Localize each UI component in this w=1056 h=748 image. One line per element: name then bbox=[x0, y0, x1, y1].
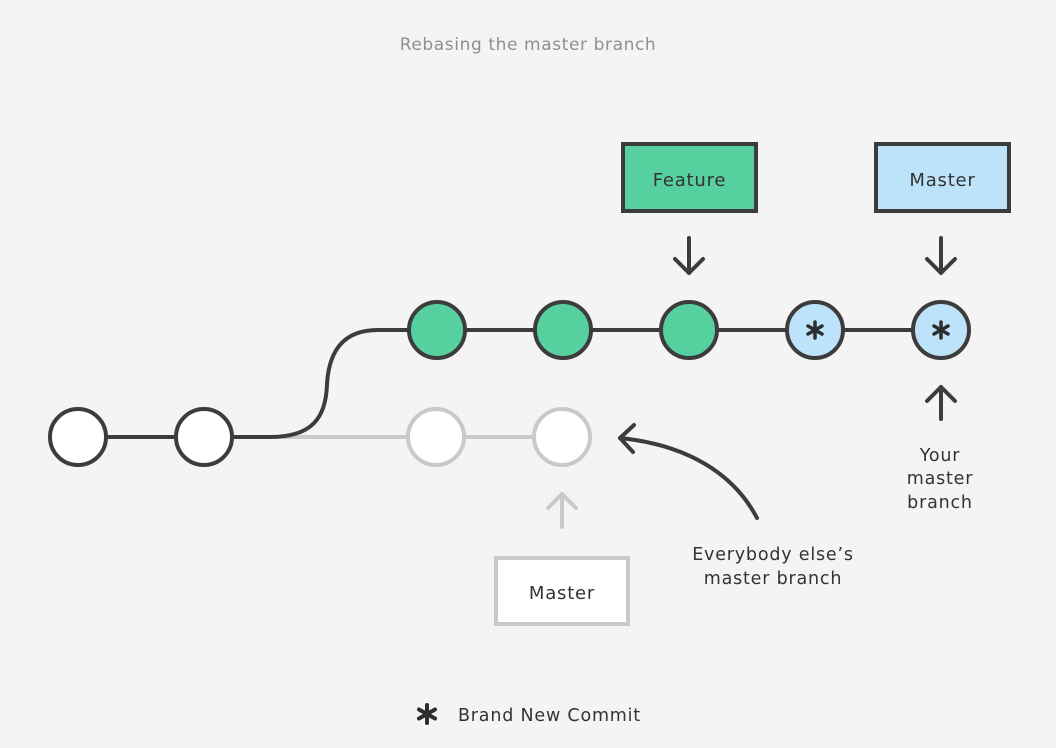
master-old-label: Master bbox=[529, 583, 595, 604]
master-new-label-box bbox=[874, 142, 1011, 213]
feature-label: Feature bbox=[653, 170, 727, 191]
everybody-master-branch-line-1: Everybody else’s bbox=[692, 545, 854, 565]
master-old-label-box bbox=[494, 556, 630, 626]
diagram-title: Rebasing the master branch bbox=[400, 35, 657, 55]
commit-feature-3 bbox=[659, 300, 719, 360]
everybody-master-branch-line-2: master branch bbox=[704, 569, 843, 589]
curved-arrow-icon bbox=[618, 423, 759, 520]
asterisk-icon bbox=[932, 320, 950, 340]
master-new-label: Master bbox=[909, 170, 975, 191]
your-master-branch-line-3: branch bbox=[907, 493, 973, 513]
commit-base-2 bbox=[174, 407, 234, 467]
commit-old-master-1 bbox=[406, 407, 466, 467]
commit-feature-2 bbox=[533, 300, 593, 360]
arrow-up-icon bbox=[925, 385, 957, 421]
branch-curve bbox=[232, 328, 409, 439]
asterisk-icon bbox=[806, 320, 824, 340]
commit-feature-1 bbox=[407, 300, 467, 360]
commit-base-1 bbox=[48, 407, 108, 467]
your-master-branch-line-2: master bbox=[907, 469, 974, 489]
asterisk-icon bbox=[417, 703, 437, 725]
feature-label-box bbox=[621, 142, 758, 213]
arrow-down-icon bbox=[673, 236, 705, 275]
arrow-down-icon bbox=[925, 236, 957, 275]
arrow-up-icon bbox=[546, 492, 578, 529]
your-master-branch-line-1: Your bbox=[919, 446, 961, 466]
legend-new-commit-label: Brand New Commit bbox=[458, 706, 641, 726]
commit-old-master-2 bbox=[532, 407, 592, 467]
